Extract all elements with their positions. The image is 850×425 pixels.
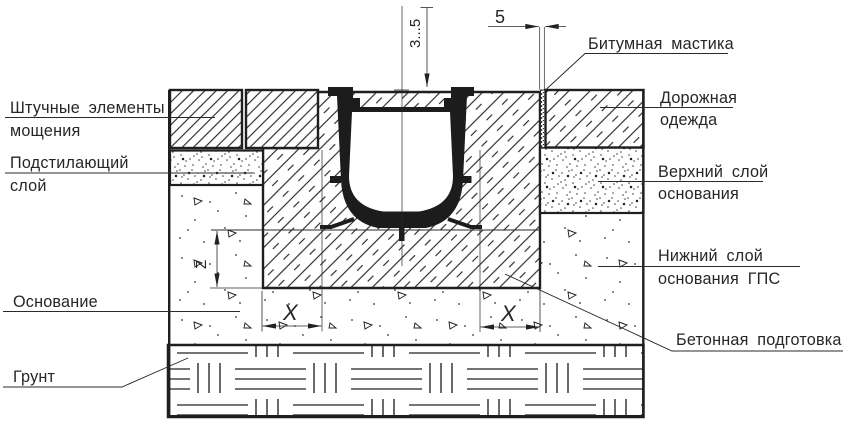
region-paving-block-1 xyxy=(168,88,244,150)
dim-joint-width-value: 5 xyxy=(495,7,505,27)
dim-bed-depth: Z xyxy=(193,231,262,289)
labels: Штучные элементы мощения Подстилающий сл… xyxy=(10,35,842,386)
dim-side-width-right: X xyxy=(479,150,541,332)
dim-top-offset-value: 3...5 xyxy=(407,19,424,48)
label-soil: Грунт xyxy=(13,368,56,386)
label-concrete: Бетонная подготовка xyxy=(676,331,842,349)
dim-top-offset: 3...5 xyxy=(407,7,433,87)
leader-mastic xyxy=(545,53,728,90)
label-paving-line1: Штучные элементы xyxy=(10,99,165,117)
label-upper-base-line2: основания xyxy=(658,185,739,203)
channel-lug-right xyxy=(460,176,472,183)
channel-lug-left xyxy=(330,176,341,183)
drawing-outer-border xyxy=(168,90,645,418)
label-bedding-line1: Подстилающий xyxy=(10,154,129,172)
dim-joint-width: 5 xyxy=(488,7,566,90)
label-road-line1: Дорожная xyxy=(660,89,737,107)
dim-side-width-left: X xyxy=(261,150,323,332)
label-mastic: Битумная мастика xyxy=(588,35,734,53)
label-paving-line2: мощения xyxy=(10,122,80,140)
region-paving-block-2 xyxy=(244,88,320,150)
drainage-channel xyxy=(320,6,482,266)
leader-concrete xyxy=(504,273,843,352)
dimension-annotations: 3...5 5 Z X X xyxy=(193,7,566,332)
region-upper-base-layer xyxy=(538,146,645,215)
channel-foot-right xyxy=(447,217,482,229)
label-base: Основание xyxy=(13,293,98,311)
dim-xright-value: X xyxy=(500,301,517,326)
leader-lines xyxy=(3,53,843,388)
label-upper-base-line1: Верхний слой xyxy=(658,163,768,181)
label-road-line2: одежда xyxy=(660,111,717,129)
region-bedding-layer xyxy=(168,149,265,187)
dim-xleft-value: X xyxy=(282,300,299,325)
region-soil xyxy=(166,343,645,419)
leader-soil xyxy=(3,357,189,388)
label-bedding-line2: слой xyxy=(10,177,47,195)
label-lower-base-line1: Нижний слой xyxy=(658,247,763,265)
dim-bed-depth-value: Z xyxy=(193,260,210,269)
channel-foot-left xyxy=(320,217,355,229)
region-road-pavement xyxy=(544,88,645,149)
label-lower-base-line2: основания ГПС xyxy=(658,270,781,288)
channel-cavity xyxy=(349,112,453,212)
